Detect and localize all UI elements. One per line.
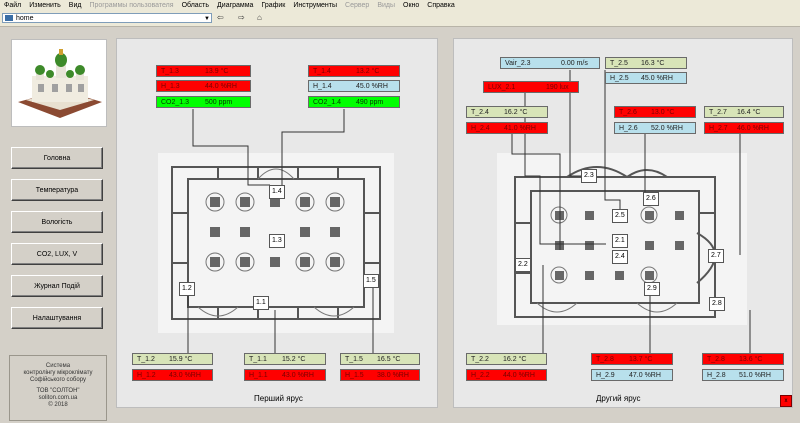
zone-1-5[interactable]: 1.5 [363, 274, 379, 288]
menu-item[interactable]: Изменить [29, 2, 61, 9]
zone-2-7[interactable]: 2.7 [708, 249, 724, 263]
close-button[interactable]: x [780, 395, 792, 407]
footer-line: ТОВ "СОЛТОН" [36, 388, 80, 394]
menu-item[interactable]: Диаграмма [217, 2, 254, 9]
menu-item[interactable]: Вид [68, 2, 82, 9]
chevron-down-icon[interactable]: ▼ [204, 16, 210, 22]
zone-2-9[interactable]: 2.9 [644, 282, 660, 296]
left-panel: Головна Температура Вологість CO2, LUX, … [8, 37, 108, 421]
footer-info: Система контролінгу мікроклімату Софійсь… [9, 355, 107, 421]
zone-2-3[interactable]: 2.3 [581, 169, 597, 183]
menu-item[interactable]: Файл [4, 2, 22, 9]
footer-line: Система [45, 363, 71, 369]
cathedral-logo-image [11, 39, 107, 127]
footer-line: Софійського собору [30, 377, 86, 383]
first-tier-title: Перший ярус [254, 394, 303, 403]
nav-home-button[interactable]: Головна [11, 147, 103, 169]
zone-1-2[interactable]: 1.2 [179, 282, 195, 296]
path-field[interactable]: home ▼ [2, 13, 212, 23]
zone-1-3[interactable]: 1.3 [269, 234, 285, 248]
zone-2-4[interactable]: 2.4 [612, 250, 628, 264]
zone-2-1[interactable]: 2.1 [612, 234, 628, 248]
footer-line: контролінгу мікроклімату [23, 370, 93, 376]
menu-item[interactable]: Область [181, 2, 210, 9]
footer-line: soliton.com.ua [38, 395, 78, 401]
menu-item[interactable]: Виды [377, 2, 396, 9]
menu-item[interactable]: Сервер [345, 2, 370, 9]
forward-button[interactable]: ⇨ [238, 13, 245, 22]
zone-2-2[interactable]: 2.2 [515, 258, 531, 272]
zone-1-1[interactable]: 1.1 [253, 296, 269, 310]
home-icon[interactable]: ⌂ [257, 13, 262, 22]
nav-settings-button[interactable]: Налаштування [11, 307, 103, 329]
nav-temperature-button[interactable]: Температура [11, 179, 103, 201]
path-text: home [16, 15, 34, 22]
menu-item[interactable]: Справка [427, 2, 455, 9]
menu-item[interactable]: Окно [403, 2, 420, 9]
folder-icon [5, 15, 13, 21]
zone-1-4[interactable]: 1.4 [269, 185, 285, 199]
nav-co2-lux-v-button[interactable]: CO2, LUX, V [11, 243, 103, 265]
back-button[interactable]: ⇦ [217, 13, 224, 22]
menu-item[interactable]: Инструменты [293, 2, 338, 9]
zone-2-8[interactable]: 2.8 [709, 297, 725, 311]
toolbar: home ▼ ⇦ ⇨ ⌂ [0, 11, 800, 27]
nav-event-log-button[interactable]: Журнал Подій [11, 275, 103, 297]
nav-humidity-button[interactable]: Вологість [11, 211, 103, 233]
second-tier-title: Другий ярус [596, 394, 641, 403]
zone-2-6[interactable]: 2.6 [643, 192, 659, 206]
menu-item[interactable]: График [261, 2, 286, 9]
zone-2-5[interactable]: 2.5 [612, 209, 628, 223]
menu-item[interactable]: Программы пользователя [89, 2, 174, 9]
footer-line: © 2018 [48, 402, 68, 408]
